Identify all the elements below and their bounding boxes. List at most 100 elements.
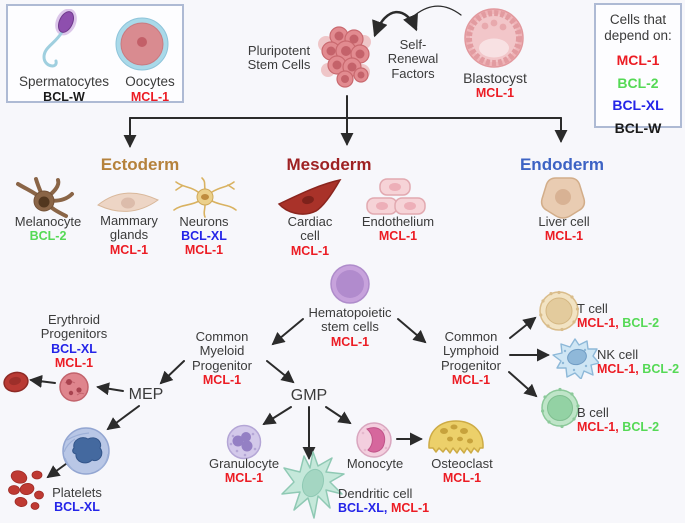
ectoderm-header: Ectoderm <box>100 155 180 174</box>
granulocyte-label: Granulocyte <box>208 456 280 471</box>
osteoclast-label: Osteoclast <box>431 456 493 471</box>
blastocyst-label: Blastocyst <box>463 70 527 86</box>
hematopoietic-stem-cells-dependency: MCL-1 <box>330 334 370 349</box>
mammary-glands-dependency: MCL-1 <box>109 242 149 257</box>
monocyte-icon <box>354 421 394 464</box>
mammary-glands-label: Mammary glands <box>100 213 158 243</box>
cardiac-cell-label: Cardiac cell <box>287 214 333 244</box>
osteoclast-icon <box>426 417 486 462</box>
monocyte-node: Monocyte <box>340 456 410 471</box>
endothelium-icon <box>366 177 426 222</box>
nk-cell-label: NK cell <box>597 347 639 362</box>
neurons-dependency-bclxl: BCL-XL <box>181 229 227 244</box>
melanocyte-icon <box>14 176 76 225</box>
liver-cell-node: Liver cell MCL-1 <box>530 214 598 244</box>
mep-label: MEP <box>128 386 164 403</box>
endoderm-header: Endoderm <box>519 155 605 174</box>
germline-cells-box: Spermatocytes BCL-W Oocytes MCL-1 <box>6 4 184 104</box>
platelets-icon <box>8 468 50 517</box>
common-lymphoid-progenitor-dependency: MCL-1 <box>451 372 491 387</box>
liver-cell-dependency: MCL-1 <box>544 229 584 244</box>
b-cell-dependency-mcl1: MCL-1, <box>577 420 619 435</box>
mesoderm-header: Mesoderm <box>286 155 372 174</box>
cardiac-cell-node: Cardiac cell MCL-1 <box>278 214 342 258</box>
blastocyst-node: Blastocyst MCL-1 <box>455 70 535 101</box>
melanocyte-label: Melanocyte <box>14 214 82 229</box>
legend-item-bcl2: BCL-2 <box>617 74 659 91</box>
self-renewal-factors-label: Self-Renewal Factors <box>387 37 439 81</box>
nk-cell-dependency-mcl1: MCL-1, <box>597 362 639 377</box>
hematopoietic-stem-cell-icon <box>329 264 371 309</box>
oocytes-label: Oocytes <box>125 74 175 89</box>
t-cell-dependency-mcl1: MCL-1, <box>577 316 619 331</box>
erythroid-progenitor-icon <box>57 371 91 408</box>
red-blood-cell-icon <box>2 370 30 399</box>
granulocyte-icon <box>225 424 263 465</box>
t-cell-dependency-bcl2: BCL-2 <box>622 316 660 331</box>
monocyte-label: Monocyte <box>346 456 404 471</box>
t-cell-node: T cell MCL-1, BCL-2 <box>577 301 683 331</box>
legend-title: Cells that depend on: <box>604 12 672 44</box>
oocytes-dependency: MCL-1 <box>130 89 170 104</box>
endothelium-label: Endothelium <box>361 214 435 229</box>
b-cell-label: B cell <box>577 405 609 420</box>
liver-cell-label: Liver cell <box>538 214 590 229</box>
legend-box: Cells that depend on: MCL-1 BCL-2 BCL-XL… <box>594 3 682 136</box>
neurons-dependency-mcl1: MCL-1 <box>184 243 224 258</box>
melanocyte-node: Melanocyte BCL-2 <box>2 214 94 244</box>
nk-cell-node: NK cell MCL-1, BCL-2 <box>597 347 685 377</box>
melanocyte-dependency: BCL-2 <box>29 229 67 244</box>
blastocyst-icon <box>462 7 526 76</box>
dendritic-cell-icon <box>280 450 346 523</box>
platelets-dependency: BCL-XL <box>54 500 100 515</box>
osteoclast-node: Osteoclast MCL-1 <box>421 456 503 486</box>
hematopoietic-stem-cells-node: Hematopoietic stem cells MCL-1 <box>296 305 404 349</box>
b-cell-dependency-bcl2: BCL-2 <box>622 420 660 435</box>
dendritic-dependency-mcl1: MCL-1 <box>390 501 430 516</box>
dendritic-dependency-bclxl: BCL-XL, <box>338 501 388 516</box>
endothelium-dependency: MCL-1 <box>378 229 418 244</box>
pluripotent-stem-cells-icon <box>316 24 374 93</box>
neurons-node: Neurons BCL-XL MCL-1 <box>168 214 240 258</box>
b-cell-icon <box>540 384 580 435</box>
erythroid-progenitors-node: Erythroid Progenitors BCL-XL MCL-1 <box>27 312 121 370</box>
hematopoietic-stem-cells-label: Hematopoietic stem cells <box>308 305 392 335</box>
erythroid-dependency-mcl1: MCL-1 <box>54 355 94 370</box>
gmp-label: GMP <box>290 387 328 404</box>
spermatocytes-label: Spermatocytes <box>18 74 110 89</box>
granulocyte-node: Granulocyte MCL-1 <box>199 456 289 486</box>
t-cell-label: T cell <box>577 301 608 316</box>
spermatocytes-dependency: BCL-W <box>43 89 85 104</box>
erythroid-dependency-bclxl: BCL-XL <box>51 341 97 356</box>
mammary-glands-node: Mammary glands MCL-1 <box>92 213 166 257</box>
osteoclast-dependency: MCL-1 <box>442 471 482 486</box>
legend-item-bclxl: BCL-XL <box>612 97 664 114</box>
dendritic-cell-label: Dendritic cell <box>338 486 413 501</box>
legend-item-bclw: BCL-W <box>614 119 662 136</box>
nk-cell-dependency-bcl2: BCL-2 <box>642 362 680 377</box>
oocytes-node: Oocytes MCL-1 <box>118 74 182 104</box>
blastocyst-dependency: MCL-1 <box>475 86 515 101</box>
cardiac-cell-icon <box>276 176 344 223</box>
pluripotent-stem-cells-label: Pluripotent Stem Cells <box>247 43 311 73</box>
common-lymphoid-progenitor-node: Common Lymphoid Progenitor MCL-1 <box>426 329 516 387</box>
common-myeloid-progenitor-dependency: MCL-1 <box>202 372 242 387</box>
neurons-label: Neurons <box>179 214 229 229</box>
common-myeloid-progenitor-node: Common Myeloid Progenitor MCL-1 <box>178 329 266 387</box>
common-myeloid-progenitor-label: Common Myeloid Progenitor <box>192 329 252 373</box>
spermatocyte-icon <box>32 8 84 78</box>
neuron-icon <box>172 176 238 223</box>
granulocyte-dependency: MCL-1 <box>224 471 264 486</box>
platelets-label: Platelets <box>52 485 102 500</box>
erythroid-progenitors-label: Erythroid Progenitors <box>40 312 108 342</box>
megakaryocyte-icon <box>59 426 113 481</box>
b-cell-node: B cell MCL-1, BCL-2 <box>577 405 683 435</box>
endothelium-node: Endothelium MCL-1 <box>352 214 444 244</box>
dendritic-cell-node: Dendritic cell BCL-XL, MCL-1 <box>338 486 446 516</box>
common-lymphoid-progenitor-label: Common Lymphoid Progenitor <box>441 329 501 373</box>
platelets-node: Platelets BCL-XL <box>44 485 110 515</box>
oocyte-icon <box>114 16 170 77</box>
cardiac-cell-dependency: MCL-1 <box>290 243 330 258</box>
